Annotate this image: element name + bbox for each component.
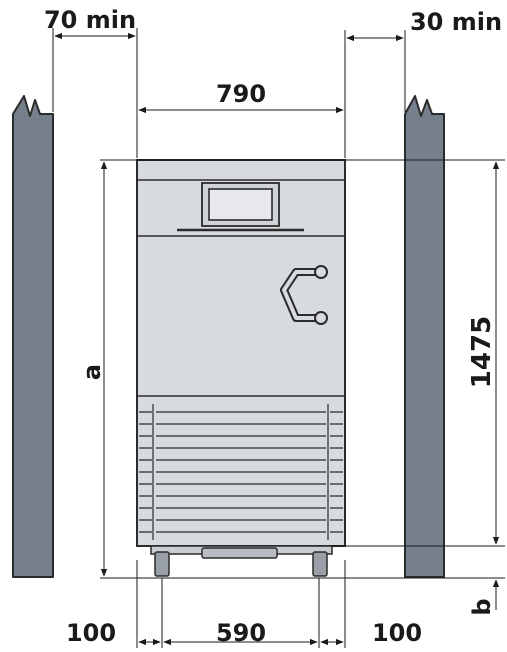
label-width: 790: [216, 80, 266, 108]
handle-icon: [280, 265, 328, 325]
label-bottom-right: 100: [372, 619, 422, 647]
display-screen: [208, 188, 273, 221]
dimension-lines: [52, 28, 505, 648]
drip-tray: [201, 547, 278, 559]
left-foot: [154, 551, 170, 577]
left-wall: [12, 95, 54, 578]
ventilation-grille: [139, 404, 343, 540]
label-height-overall: 1475: [467, 316, 497, 388]
label-bottom-left: 100: [66, 619, 116, 647]
label-bottom-center: 590: [216, 619, 266, 647]
label-clearance-left: 70 min: [44, 6, 136, 34]
right-foot: [312, 551, 328, 577]
label-foot-b: b: [468, 598, 496, 615]
right-wall: [404, 95, 445, 578]
label-height-a: a: [78, 364, 106, 380]
label-clearance-right: 30 min: [410, 8, 502, 36]
cabinet: [136, 159, 346, 577]
